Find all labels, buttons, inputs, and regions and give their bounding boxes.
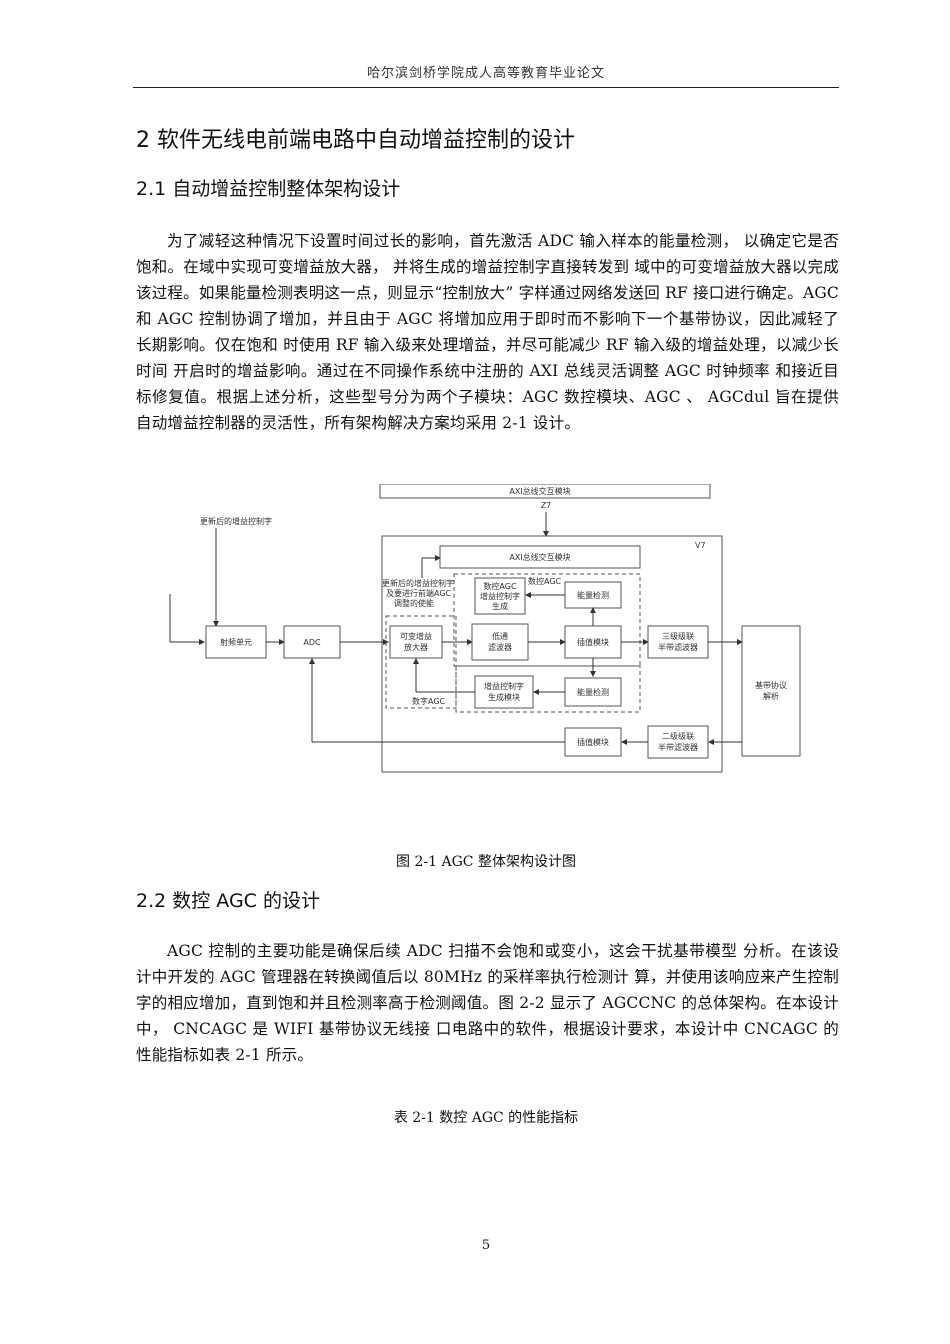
nc-agc-label: 数控AGC <box>528 576 562 586</box>
hb2-label-2: 半带滤波器 <box>658 742 698 752</box>
digital-agc-region-left <box>385 615 457 709</box>
v7-label: V7 <box>695 541 706 550</box>
gain-gen-label-1: 增益控制字 <box>484 681 524 691</box>
lpf-label-1: 低通 <box>492 631 508 641</box>
lpf-block <box>471 623 529 661</box>
nc-gain-label-3: 生成 <box>492 601 508 611</box>
agc-architecture-figure: AXI总线交互模块 Z7 V7 更新后的增益控制字 AXI总线交互模块 更新后的… <box>150 484 810 784</box>
interp-label-2: 插值模块 <box>577 737 609 747</box>
figure-caption: 图 2-1 AGC 整体架构设计图 <box>396 854 576 870</box>
hb3-label-1: 三级级联 <box>662 631 694 641</box>
updated-gain-label-4: 调整的使能 <box>394 598 434 608</box>
header-rule <box>133 87 839 88</box>
chapter-title: 2 软件无线电前端电路中自动增益控制的设计 <box>136 128 575 153</box>
updated-gain-label-3: 及要进行前端AGC <box>386 588 452 598</box>
adc-label: ADC <box>303 638 321 647</box>
table-caption: 表 2-1 数控 AGC 的性能指标 <box>393 1110 579 1126</box>
vga-label-1: 可变增益 <box>400 631 432 641</box>
updated-gain-label: 更新后的增益控制字 <box>200 516 272 526</box>
section-2-2-paragraph: AGC 控制的主要功能是确保后续 ADC 扫描不会饱和或变小，这会干扰基带模型 … <box>136 942 839 1064</box>
gain-gen-label-2: 生成模块 <box>488 692 520 702</box>
baseband-label-1: 基带协议 <box>755 680 787 690</box>
nc-gain-label-1: 数控AGC <box>483 581 517 591</box>
digital-agc-region-right <box>455 665 641 713</box>
v7-box <box>381 535 723 773</box>
section-2-1-paragraph: 为了减轻这种情况下设置时间过长的影响，首先激活 ADC 输入样本的能量检测， 以… <box>136 232 839 432</box>
energy-label-2: 能量检测 <box>577 687 609 697</box>
updated-gain-label-2: 更新后的增益控制字 <box>382 578 454 588</box>
energy-label-1: 能量检测 <box>577 590 609 600</box>
section-title-2-1: 2.1 自动增益控制整体架构设计 <box>136 178 401 200</box>
agc-architecture-diagram: AXI总线交互模块 Z7 V7 更新后的增益控制字 AXI总线交互模块 更新后的… <box>169 484 801 773</box>
vga-label-2: 放大器 <box>404 642 428 652</box>
z7-axi-label: AXI总线交互模块 <box>509 486 570 496</box>
hb3-label-2: 半带滤波器 <box>658 642 698 652</box>
baseband-block <box>741 625 801 757</box>
nc-gain-label-2: 增益控制字 <box>480 591 520 601</box>
z7-axi-block <box>379 484 711 499</box>
vga-block <box>389 625 443 659</box>
running-header: 哈尔滨剑桥学院成人高等教育毕业论文 <box>366 66 605 81</box>
hb3-block <box>647 625 709 659</box>
lpf-label-2: 滤波器 <box>488 642 512 652</box>
rf-unit-label: 射频单元 <box>220 637 252 647</box>
section-title-2-2: 2.2 数控 AGC 的设计 <box>136 890 320 912</box>
hb2-block <box>647 725 709 759</box>
baseband-label-2: 解析 <box>763 691 779 701</box>
interp-label-1: 插值模块 <box>577 637 609 647</box>
page-number: 5 <box>481 1238 491 1253</box>
digital-agc-label: 数字AGC <box>412 696 446 706</box>
gain-gen-block <box>474 675 534 709</box>
z7-label: Z7 <box>541 501 552 510</box>
hb2-label-1: 二级级联 <box>662 731 694 741</box>
nc-agc-region <box>453 573 641 667</box>
axi-label: AXI总线交互模块 <box>509 552 570 562</box>
